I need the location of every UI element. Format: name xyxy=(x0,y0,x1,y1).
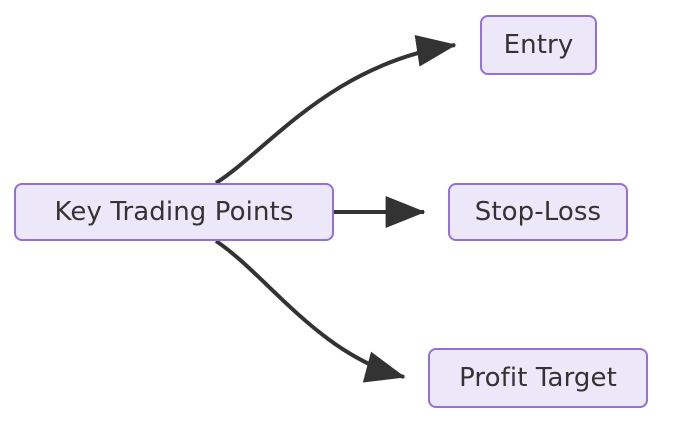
node-key-trading-points[interactable]: Key Trading Points xyxy=(14,183,334,241)
node-profit-target[interactable]: Profit Target xyxy=(428,348,648,408)
node-label: Stop-Loss xyxy=(474,197,602,227)
edge-root-to-profit xyxy=(214,239,406,383)
node-label: Profit Target xyxy=(459,363,617,393)
node-stop-loss[interactable]: Stop-Loss xyxy=(448,183,628,241)
node-entry[interactable]: Entry xyxy=(480,15,597,75)
node-label: Entry xyxy=(503,30,574,60)
node-label: Key Trading Points xyxy=(54,197,294,227)
edge-root-to-entry xyxy=(214,34,457,185)
